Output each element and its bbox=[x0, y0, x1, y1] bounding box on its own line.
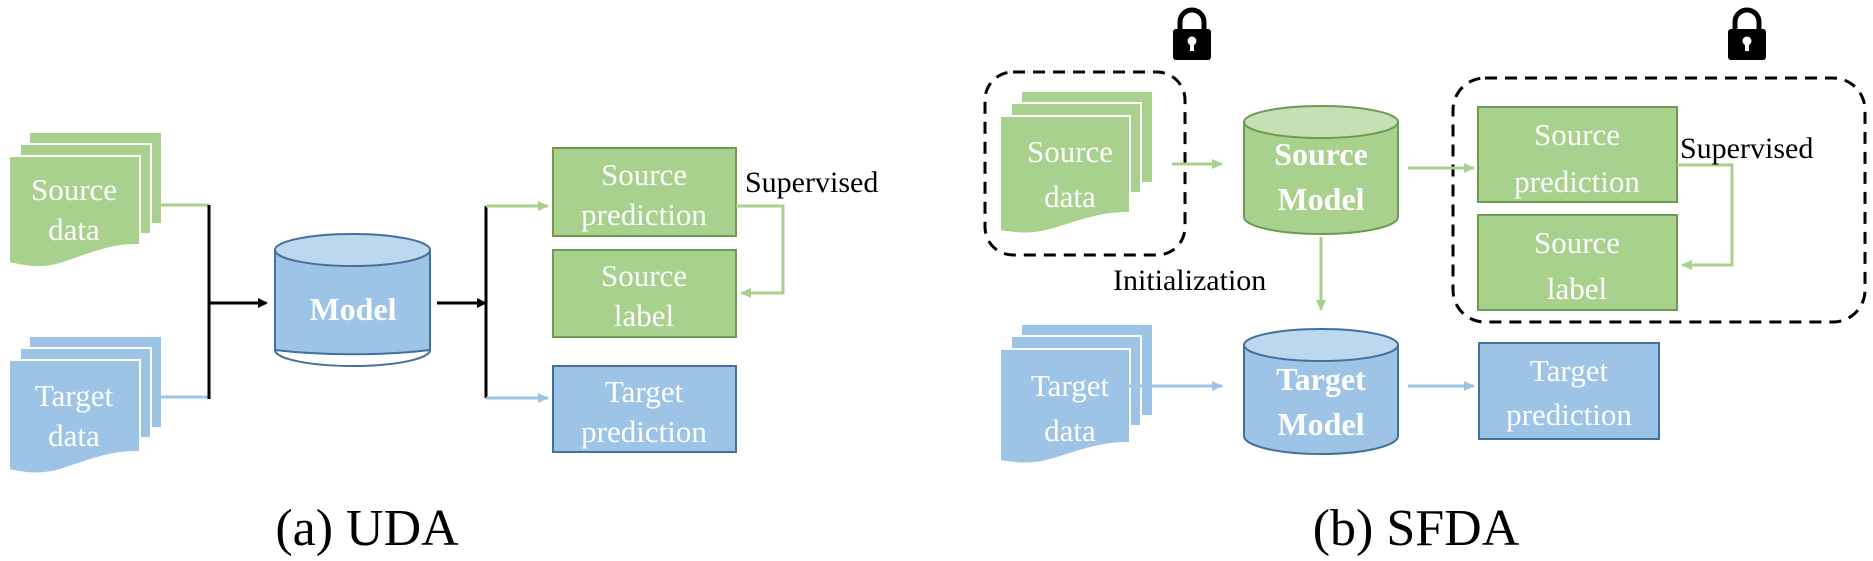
sfda-source-label-box: Source label bbox=[1477, 214, 1678, 311]
sfda-source-label-line1: Source bbox=[1534, 225, 1620, 260]
lock-icon bbox=[1728, 7, 1766, 60]
uda-supervised-arrow bbox=[736, 204, 785, 298]
uda-caption: (a) UDA bbox=[275, 500, 459, 557]
uda-source-label-line2: label bbox=[614, 298, 674, 333]
sfda-source-data-line2: data bbox=[1044, 179, 1096, 214]
uda-source-prediction-box: Source prediction bbox=[552, 147, 737, 237]
uda-target-data-line2: data bbox=[48, 418, 100, 453]
uda-source-data: Source data bbox=[8, 133, 161, 269]
sfda-target-model-line1: Target bbox=[1276, 361, 1366, 397]
sfda-source-data-line1: Source bbox=[1027, 134, 1113, 169]
uda-source-prediction-line2: prediction bbox=[581, 197, 707, 232]
sfda-target-model-line2: Model bbox=[1277, 406, 1364, 442]
uda-target-data-line1: Target bbox=[35, 378, 114, 413]
sfda-target-prediction-line2: prediction bbox=[1506, 397, 1632, 432]
uda-source-label-box: Source label bbox=[552, 249, 737, 338]
sfda-target-prediction-box: Target prediction bbox=[1478, 342, 1660, 440]
sfda-supervised-label: Supervised bbox=[1680, 132, 1813, 165]
uda-target-data: Target data bbox=[8, 337, 161, 475]
sfda-target-model-cylinder: Target Model bbox=[1243, 328, 1399, 455]
doc-sheet-front bbox=[8, 155, 141, 269]
sfda-source-model-line2: Model bbox=[1277, 181, 1364, 217]
doc-sheet-front bbox=[999, 115, 1131, 235]
uda-source-label-line1: Source bbox=[601, 258, 687, 293]
uda-supervised-label: Supervised bbox=[745, 166, 878, 199]
sfda-target-data-line2: data bbox=[1044, 413, 1096, 448]
sfda-source-label-line2: label bbox=[1547, 271, 1607, 306]
uda-target-prediction-line2: prediction bbox=[581, 414, 707, 449]
sfda-initialization-label: Initialization bbox=[1113, 264, 1266, 297]
uda-source-data-line1: Source bbox=[31, 172, 117, 207]
sfda-source-prediction-box: Source prediction bbox=[1477, 106, 1678, 203]
uda-model-cylinder: Model bbox=[274, 233, 431, 367]
sfda-source-model-line1: Source bbox=[1274, 136, 1368, 172]
uda-source-data-line2: data bbox=[48, 212, 100, 247]
sfda-target-data: Target data bbox=[999, 325, 1152, 465]
sfda-target-data-line1: Target bbox=[1031, 368, 1110, 403]
sfda-panel: Source data Source Model Initialization … bbox=[983, 7, 1867, 557]
uda-source-prediction-line1: Source bbox=[601, 157, 687, 192]
lock-icon bbox=[1173, 7, 1211, 60]
sfda-caption: (b) SFDA bbox=[1313, 500, 1520, 557]
uda-panel: Source data Target data Model bbox=[8, 133, 878, 557]
sfda-supervised-arrow bbox=[1677, 163, 1734, 270]
uda-target-prediction-box: Target prediction bbox=[552, 365, 737, 453]
sfda-source-prediction-line2: prediction bbox=[1514, 164, 1640, 199]
sfda-target-prediction-line1: Target bbox=[1530, 353, 1609, 388]
uda-target-prediction-line1: Target bbox=[605, 374, 684, 409]
doc-sheet-front bbox=[8, 359, 141, 475]
sfda-source-prediction-line1: Source bbox=[1534, 117, 1620, 152]
sfda-source-supervision-locked-region bbox=[1451, 76, 1867, 324]
sfda-source-model-cylinder: Source Model bbox=[1243, 105, 1399, 235]
uda-model-label: Model bbox=[309, 291, 396, 327]
sfda-source-data: Source data bbox=[999, 92, 1152, 235]
doc-sheet-front bbox=[999, 348, 1131, 465]
